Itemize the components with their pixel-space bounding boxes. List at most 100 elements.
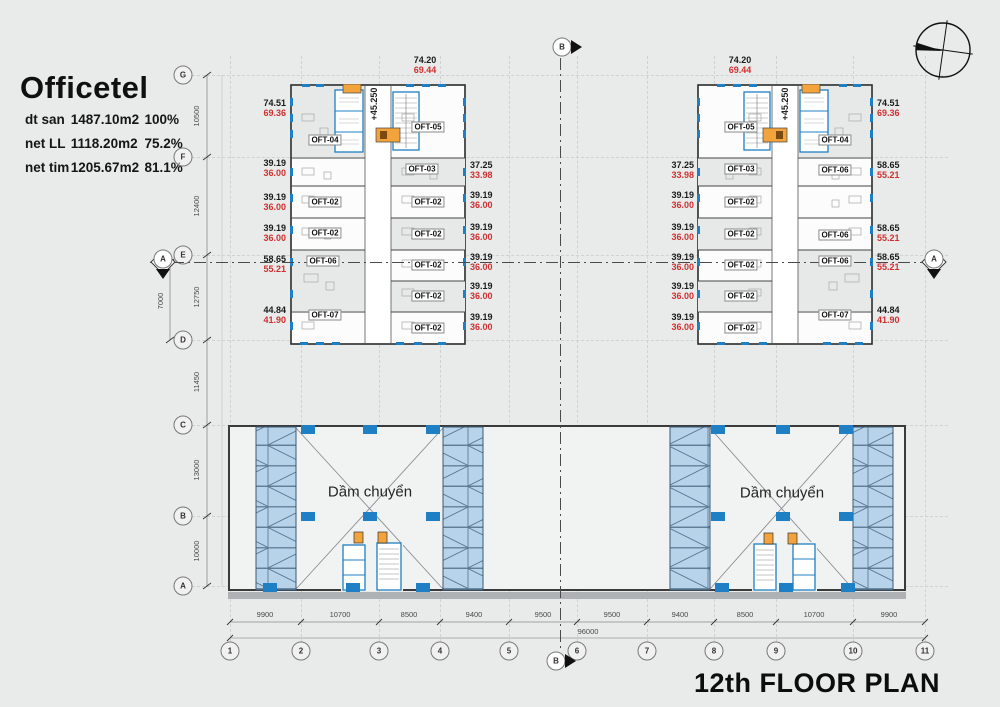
north-compass-icon	[913, 20, 973, 80]
section-bubble: B	[546, 651, 566, 671]
area-gross: 58.65	[263, 254, 286, 264]
area-label: 58.65 55.21	[877, 223, 900, 243]
area-net: 36.00	[470, 232, 493, 242]
grid-bubble-row: D	[173, 330, 193, 350]
section-arrow-icon	[565, 654, 576, 668]
area-label: 39.19 36.00	[248, 223, 286, 243]
transfer-beam-label: Dầm chuyển	[327, 483, 413, 501]
area-net: 36.00	[671, 262, 694, 272]
area-label: 39.19 36.00	[470, 222, 493, 242]
unit-label: OFT-02	[724, 228, 758, 240]
area-label: 39.19 36.00	[656, 190, 694, 210]
area-net: 36.00	[470, 262, 493, 272]
area-net: 33.98	[470, 170, 493, 180]
unit-label: OFT-05	[724, 121, 758, 133]
area-gross: 74.51	[877, 98, 900, 108]
area-gross: 58.65	[877, 223, 900, 233]
area-gross: 58.65	[877, 252, 900, 262]
dim-label: 11450	[192, 372, 201, 392]
unit-label: OFT-06	[306, 255, 340, 267]
dim-label: 10700	[804, 610, 825, 619]
area-net: 33.98	[671, 170, 694, 180]
area-label: 39.19 36.00	[656, 252, 694, 272]
area-net: 36.00	[263, 168, 286, 178]
stat-row: net LL 1118.20m2 75.2%	[25, 136, 183, 151]
podium-columns	[263, 425, 855, 592]
area-label: 74.51 69.36	[877, 98, 900, 118]
area-net: 55.21	[877, 233, 900, 243]
area-net: 36.00	[671, 291, 694, 301]
drawing-title: 12th FLOOR PLAN	[694, 668, 941, 698]
area-label: 74.20 69.44	[414, 55, 437, 75]
area-net: 41.90	[263, 315, 286, 325]
door-markers	[342, 84, 401, 143]
room-dividers	[291, 157, 465, 313]
area-gross: 39.19	[671, 312, 694, 322]
dim-label: 9900	[257, 610, 274, 619]
section-bubble: A	[924, 249, 944, 269]
area-net: 36.00	[470, 291, 493, 301]
section-bubble: B	[552, 37, 572, 57]
area-gross: 39.19	[470, 190, 493, 200]
unit-label: OFT-03	[724, 163, 758, 175]
area-gross: 37.25	[470, 160, 493, 170]
area-gross: 74.20	[728, 55, 752, 65]
dim-label: 9400	[466, 610, 483, 619]
dim-label: 12750	[192, 287, 201, 308]
unit-label: OFT-04	[308, 134, 342, 146]
dim-label: 9900	[881, 610, 898, 619]
dim-label: 8500	[401, 610, 418, 619]
unit-label: OFT-02	[411, 196, 445, 208]
area-net: 36.00	[671, 200, 694, 210]
area-label: 58.65 55.21	[877, 160, 900, 180]
podium-shadow	[228, 592, 906, 599]
area-label: 39.19 36.00	[656, 222, 694, 242]
grid-bubble-row: F	[173, 147, 193, 167]
grid-bubble-row: B	[173, 506, 193, 526]
unit-label: OFT-06	[818, 164, 852, 176]
grid-bubble-row: E	[173, 245, 193, 265]
unit-label: OFT-07	[818, 309, 852, 321]
unit-label: OFT-02	[724, 290, 758, 302]
stat-percent: 100%	[144, 112, 180, 127]
area-label: 39.19 36.00	[248, 158, 286, 178]
right-tower-plan	[697, 84, 873, 345]
unit-label: OFT-02	[724, 196, 758, 208]
area-net: 36.00	[671, 322, 694, 332]
unit-label: OFT-02	[411, 228, 445, 240]
dim-label: 9500	[604, 610, 621, 619]
area-net: 55.21	[877, 262, 900, 272]
left-dimension-chain: 10500 12400 12750 11450 13000 10000 7000	[156, 71, 223, 590]
area-net: 36.00	[671, 232, 694, 242]
stat-label: net tim	[25, 160, 70, 175]
area-net: 55.21	[263, 264, 286, 274]
grid-bubble-col: 8	[704, 641, 724, 661]
stat-value: 1205.67m2	[70, 160, 140, 175]
podium-core-right	[752, 532, 817, 591]
dim-label: 9400	[672, 610, 689, 619]
bottom-dimension-chain: 9900 10700 8500 9400 9500 9500 9400 8500…	[226, 610, 929, 642]
stat-percent: 75.2%	[144, 136, 183, 151]
area-gross: 39.19	[671, 252, 694, 262]
grid-bubble-col: 10	[843, 641, 863, 661]
unit-label: OFT-02	[308, 227, 342, 239]
unit-label: OFT-02	[411, 290, 445, 302]
dim-label: 10500	[192, 106, 201, 127]
unit-label: OFT-07	[308, 309, 342, 321]
area-label: 58.65 55.21	[877, 252, 900, 272]
area-gross: 39.19	[671, 190, 694, 200]
area-gross: 44.84	[263, 305, 286, 315]
area-gross: 39.19	[470, 281, 493, 291]
area-net: 36.00	[263, 233, 286, 243]
unit-label: OFT-06	[818, 255, 852, 267]
transfer-x-braces	[295, 427, 854, 590]
area-label: 58.65 55.21	[248, 254, 286, 274]
area-net: 36.00	[263, 202, 286, 212]
area-gross: 39.19	[470, 312, 493, 322]
stat-row: net tim 1205.67m2 81.1%	[25, 160, 183, 175]
section-line-b	[560, 58, 561, 650]
area-label: 39.19 36.00	[470, 190, 493, 210]
level-label: +45.250	[780, 87, 790, 121]
area-gross: 39.19	[470, 222, 493, 232]
grid-bubble-row: C	[173, 415, 193, 435]
